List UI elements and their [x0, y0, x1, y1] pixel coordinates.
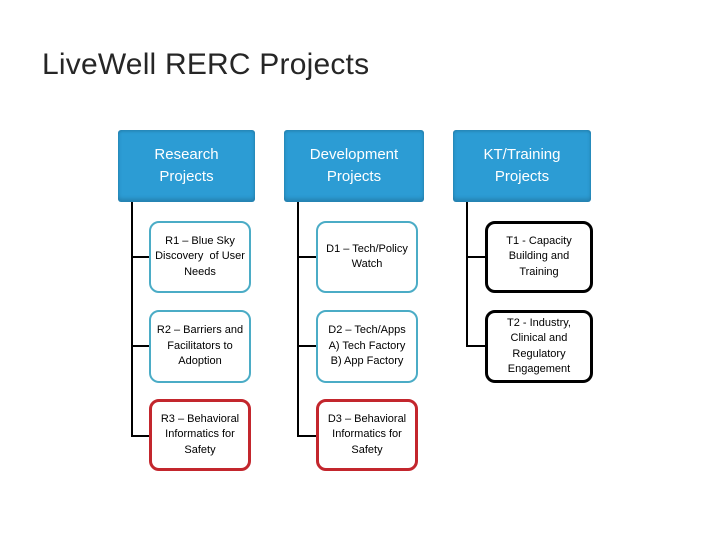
- connector-vertical-research: [131, 202, 133, 437]
- connector-vertical-kt-training: [466, 202, 468, 347]
- project-box-t2: T2 - Industry, Clinical and Regulatory E…: [485, 310, 593, 383]
- project-box-d1: D1 – Tech/Policy Watch: [316, 221, 418, 293]
- project-box-r3: R3 – Behavioral Informatics for Safety: [149, 399, 251, 471]
- connector-stub-d2: [298, 345, 316, 347]
- column-header-research: Research Projects: [118, 130, 255, 202]
- connector-vertical-development: [297, 202, 299, 437]
- project-box-t1: T1 - Capacity Building and Training: [485, 221, 593, 293]
- connector-stub-d1: [298, 256, 316, 258]
- connector-stub-r2: [132, 345, 149, 347]
- project-box-d3: D3 – Behavioral Informatics for Safety: [316, 399, 418, 471]
- connector-stub-r1: [132, 256, 149, 258]
- project-box-r1: R1 – Blue Sky Discovery of User Needs: [149, 221, 251, 293]
- column-header-kt-training: KT/Training Projects: [453, 130, 591, 202]
- connector-stub-r3: [132, 435, 149, 437]
- slide-title: LiveWell RERC Projects: [42, 48, 370, 81]
- project-box-r2: R2 – Barriers and Facilitators to Adopti…: [149, 310, 251, 383]
- column-header-development: Development Projects: [284, 130, 424, 202]
- connector-stub-t2: [467, 345, 485, 347]
- connector-stub-t1: [467, 256, 485, 258]
- project-box-d2: D2 – Tech/Apps A) Tech Factory B) App Fa…: [316, 310, 418, 383]
- connector-stub-d3: [298, 435, 316, 437]
